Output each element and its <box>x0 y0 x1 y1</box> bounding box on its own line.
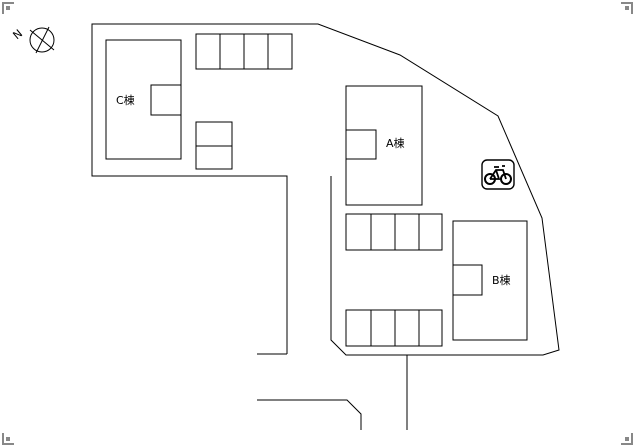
corner-mark-icon <box>2 433 14 445</box>
parking-row-bottom <box>345 309 443 347</box>
building-a <box>345 85 423 206</box>
building-a-label: A棟 <box>386 136 405 150</box>
building-c-label: C棟 <box>116 93 135 107</box>
parking-row-top <box>195 33 293 70</box>
bicycle-parking-icon <box>481 159 515 190</box>
building-c-entrance <box>150 84 182 116</box>
property-boundary-left <box>91 23 560 356</box>
corner-mark-icon <box>621 433 633 445</box>
compass-icon: N <box>10 26 55 54</box>
building-b-label: B棟 <box>492 273 511 287</box>
building-b-entrance <box>452 264 483 296</box>
building-b <box>452 220 528 341</box>
building-a-entrance <box>345 129 377 160</box>
compass-north-label: N <box>10 27 25 42</box>
corner-mark-icon <box>621 2 633 14</box>
road-edge <box>257 399 362 430</box>
parking-stack-c <box>195 121 233 170</box>
corner-mark-icon <box>2 2 14 14</box>
parking-row-middle <box>345 213 443 251</box>
